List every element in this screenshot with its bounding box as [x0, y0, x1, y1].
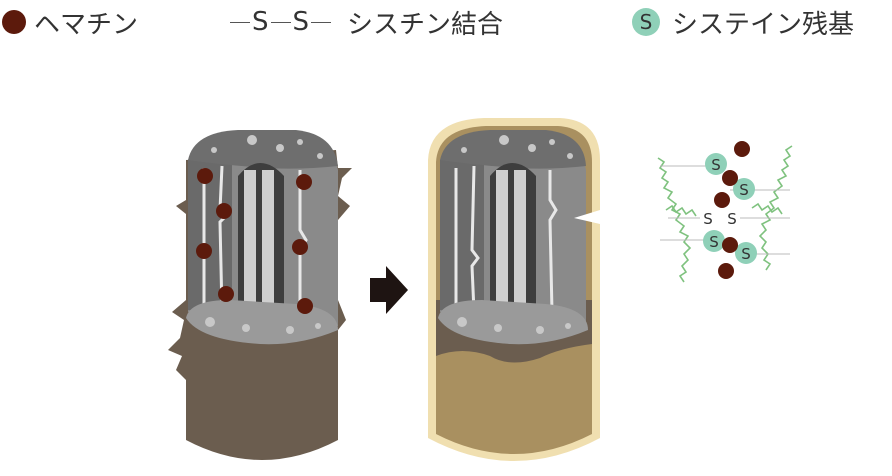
legend-cysteine: S システイン残基 [632, 4, 854, 40]
damaged-wavy-fibril-3 [298, 170, 308, 312]
damaged-fibril-2 [262, 170, 274, 316]
mol-s-2: S [739, 181, 749, 199]
mol-s-6: S [741, 245, 751, 263]
legend-cysteine-label: システイン残基 [672, 9, 855, 40]
mol-s-4: S [727, 210, 737, 228]
cysteine-circles [703, 153, 757, 264]
mol-s-1: S [711, 156, 721, 174]
coated-cortex-side [440, 160, 484, 314]
coated-notch [574, 210, 600, 224]
legend-bond-label: シスチン結合 [347, 9, 504, 40]
bond-s1: S [252, 7, 269, 37]
coated-speckles [457, 135, 573, 334]
coated-bottom-section [438, 300, 588, 345]
mol-s-3: S [703, 210, 713, 228]
arrow-icon [370, 266, 408, 314]
damaged-heme-dots [196, 168, 313, 314]
coated-wavy-fibril-3 [548, 170, 558, 313]
legend: ヘマチン S S シスチン結合 S システイン残基 [0, 0, 892, 44]
legend-heme-label: ヘマチン [34, 9, 139, 40]
molecule-heme-dots [714, 141, 750, 279]
legend-heme: ヘマチン [2, 4, 138, 40]
coated-top-cap [440, 130, 586, 169]
legend-bond: S S シスチン結合 [228, 4, 503, 40]
s-letters: S S S S S S [703, 156, 751, 263]
heme-dot-icon [2, 10, 26, 34]
damaged-fibril-1 [244, 170, 256, 316]
molecule-diagram: S S S S S S [657, 141, 793, 283]
coated-fibril-2 [514, 170, 526, 316]
cysteine-s-icon: S [632, 8, 660, 36]
coated-hair [428, 118, 600, 461]
damaged-speckles [205, 135, 323, 334]
mol-s-5: S [709, 233, 719, 251]
bond-s2: S [292, 7, 310, 37]
protein-fibers [657, 145, 793, 283]
damaged-top-cap [188, 130, 338, 169]
damaged-hair [168, 130, 352, 460]
disulfide-bond-icon: S S [228, 7, 333, 37]
coated-wavy-fibril-2 [470, 165, 480, 313]
coated-fibril-1 [496, 170, 508, 316]
